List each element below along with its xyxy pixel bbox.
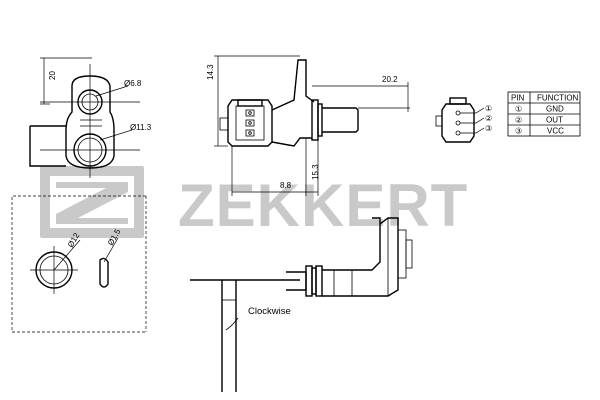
dim-length-20-2: 20.2 xyxy=(382,75,398,84)
dim-height-20: 20 xyxy=(48,71,57,80)
table-row-pin: ③ xyxy=(515,127,522,136)
dim-small-hole-diameter: Ø6.8 xyxy=(124,79,142,88)
brand-watermark: ZEKKERT xyxy=(40,166,468,239)
pin-function-table: PIN FUNCTION ① GND ② OUT ③ VCC xyxy=(507,91,581,137)
table-row-function: GND xyxy=(546,105,564,114)
brand-logo-icon xyxy=(40,166,144,238)
table-header-pin: PIN xyxy=(511,94,525,103)
dim-large-hole-diameter: Ø11.3 xyxy=(130,123,152,132)
front-view-sensor: 14.3 20.2 8.8 15.3 xyxy=(206,55,410,196)
installed-view-sensor: Clockwise xyxy=(190,217,413,392)
dim-length-8-8: 8.8 xyxy=(280,181,292,190)
rotation-direction-label: Clockwise xyxy=(248,306,291,317)
dim-width-14-3: 14.3 xyxy=(206,64,215,80)
side-view-mount: Ø6.8 Ø11.3 20 xyxy=(29,57,152,178)
table-row-pin: ① xyxy=(515,105,522,114)
callout-pin-2: ② xyxy=(485,114,492,123)
dim-height-15-3: 15.3 xyxy=(311,164,320,180)
table-row-pin: ② xyxy=(515,116,522,125)
table-header-function: FUNCTION xyxy=(537,94,579,103)
brand-name: ZEKKERT xyxy=(178,172,468,239)
callout-pin-3: ③ xyxy=(485,124,492,133)
connector-pinout: ① ② ③ xyxy=(435,97,492,143)
table-row-function: VCC xyxy=(547,127,564,136)
callout-pin-1: ① xyxy=(485,104,492,113)
table-row-function: OUT xyxy=(546,116,563,125)
